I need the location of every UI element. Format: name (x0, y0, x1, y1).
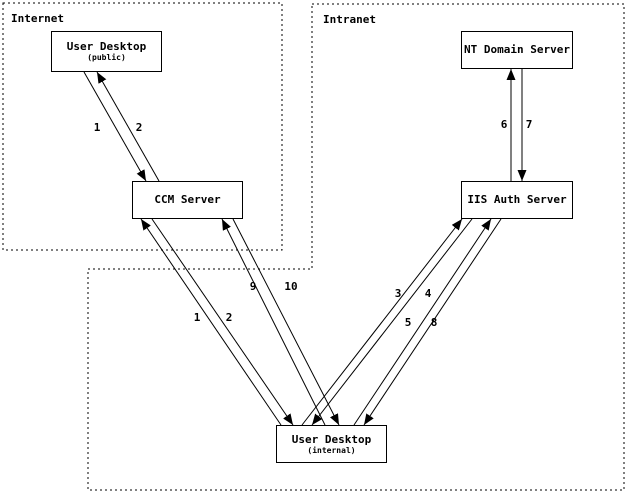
edge-4-iis-auth-server-to-user-desktop-internal (311, 218, 473, 426)
edge-3-user-desktop-internal-to-iis-auth-server (301, 218, 463, 426)
node-label: IIS Auth Server (467, 193, 567, 206)
edge-5-user-desktop-internal-to-iis-auth-server (353, 218, 492, 426)
node-iis-auth-server: IIS Auth Server (461, 181, 573, 219)
edge-9-user-desktop-internal-to-ccm-server (221, 218, 326, 426)
node-label: User Desktop (66, 40, 147, 53)
edge-8-iis-auth-server-to-user-desktop-internal (363, 218, 502, 426)
edge-10-ccm-server-to-user-desktop-internal (232, 218, 340, 426)
edge-label-2: 2 (136, 121, 143, 134)
zone-border-intranet (87, 3, 625, 491)
edge-label-5: 5 (405, 316, 412, 329)
node-user-desktop-public: User Desktop (public) (51, 31, 162, 72)
edge-label-6: 6 (501, 118, 508, 131)
edge-2-ccm-server-to-user-desktop-public (96, 71, 160, 182)
node-user-desktop-internal: User Desktop (internal) (276, 425, 387, 463)
edge-label-4: 4 (425, 287, 432, 300)
node-nt-domain-server: NT Domain Server (461, 31, 573, 69)
zone-label-intranet: Intranet (323, 13, 376, 26)
edge-1-user-desktop-public-to-ccm-server (83, 71, 147, 182)
node-sublabel: (internal) (307, 445, 356, 455)
edge-label-3: 3 (395, 287, 402, 300)
edge-label-7: 7 (526, 118, 533, 131)
zone-label-internet: Internet (11, 12, 64, 25)
node-label: CCM Server (154, 193, 221, 206)
edge-2-ccm-server-to-user-desktop-internal (151, 218, 294, 426)
edge-label-1: 1 (194, 311, 201, 324)
node-label: NT Domain Server (464, 43, 570, 56)
zone-border-internet (2, 2, 283, 251)
edge-label-1: 1 (94, 121, 101, 134)
edge-1-user-desktop-internal-to-ccm-server (140, 218, 282, 426)
node-label: User Desktop (291, 432, 372, 446)
node-ccm-server: CCM Server (132, 181, 243, 219)
edge-label-9: 9 (250, 280, 257, 293)
node-sublabel: (public) (87, 53, 126, 62)
edge-label-2: 2 (226, 311, 233, 324)
edge-label-10: 10 (284, 280, 297, 293)
edge-label-8: 8 (431, 316, 438, 329)
